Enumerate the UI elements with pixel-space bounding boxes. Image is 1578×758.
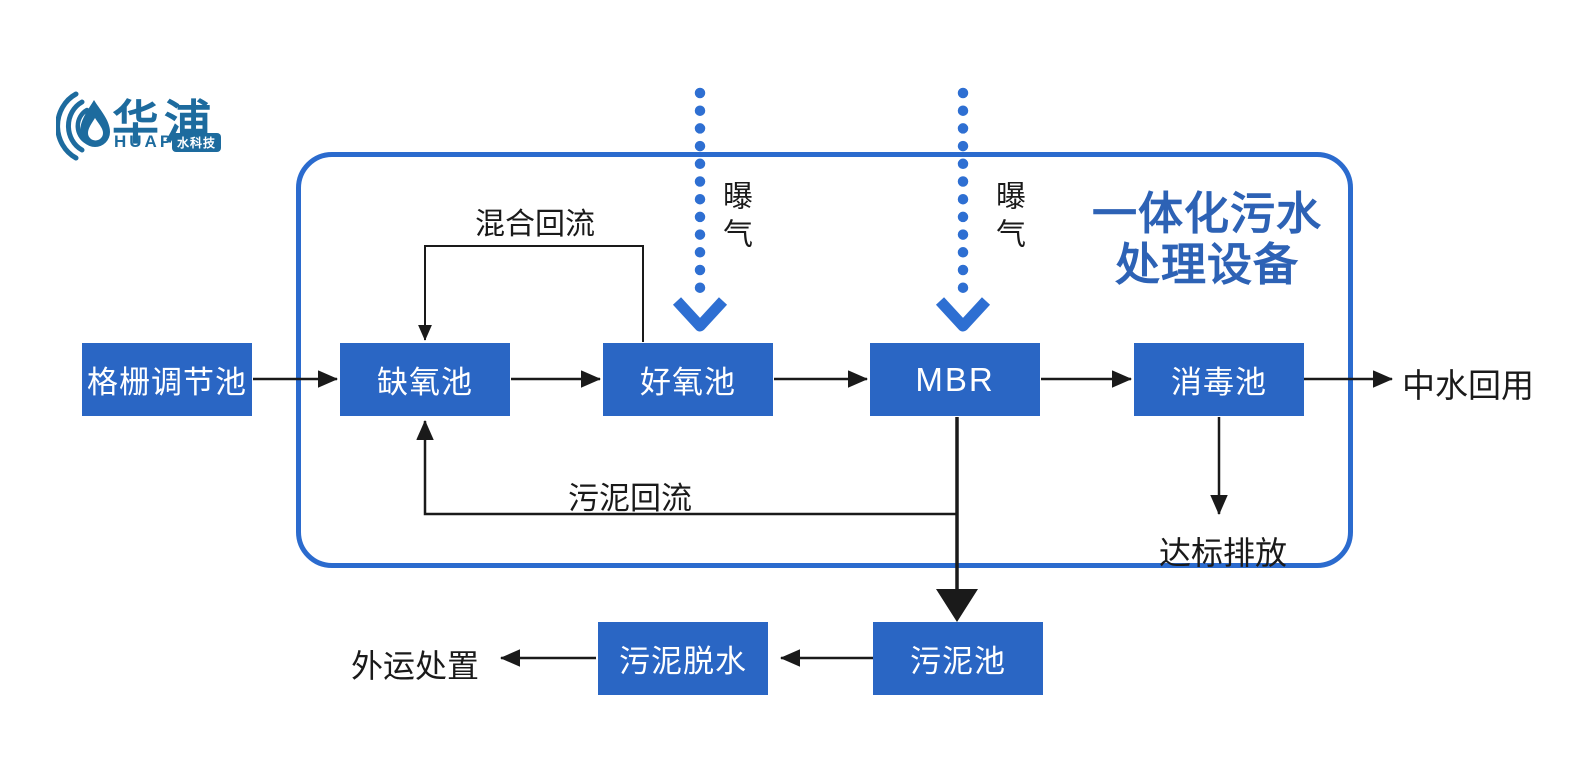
outward-disposal-label: 外运处置 [350, 648, 479, 684]
node-sludge-tank: 污泥池 [873, 622, 1043, 695]
diagram-title-line2: 处理设备 [1114, 238, 1299, 291]
node-aerobic-tank: 好氧池 [603, 343, 773, 416]
node-grid-regulation-tank: 格栅调节池 [82, 343, 252, 416]
reclaimed-water-label: 中水回用 [1402, 367, 1534, 404]
logo-badge: 水科技 [172, 133, 222, 152]
diagram-title-line1: 一体化污水 [1091, 187, 1322, 240]
arrow-mixed-reflux [418, 245, 644, 342]
huapu-logo: 华浦 HUAPU 水科技 [56, 86, 246, 166]
aeration-label-aerobic: 曝气 [718, 180, 751, 256]
diagram-title: 一体化污水 处理设备 [1082, 188, 1332, 290]
equipment-enclosure-border [296, 152, 1353, 568]
aeration-arrows [672, 87, 991, 332]
aeration-label-mbr: 曝气 [991, 180, 1024, 256]
logo-brand-latin: HUAPU [114, 132, 190, 151]
node-sludge-dewatering: 污泥脱水 [598, 622, 768, 695]
arrow-sludge-reflux [416, 419, 957, 516]
node-anoxic-tank: 缺氧池 [340, 343, 510, 416]
aeration-chevron-aerobic [672, 297, 728, 332]
node-disinfection-tank: 消毒池 [1134, 343, 1304, 416]
node-mbr: MBR [870, 343, 1040, 416]
aeration-chevron-mbr [935, 297, 991, 332]
water-drop-icon [56, 91, 110, 161]
sludge-reflux-label: 污泥回流 [568, 481, 692, 516]
arrowhead-mbr-to-sludge-tank [936, 589, 978, 622]
standard-discharge-label: 达标排放 [1158, 535, 1287, 571]
mixed-reflux-label: 混合回流 [475, 208, 595, 241]
